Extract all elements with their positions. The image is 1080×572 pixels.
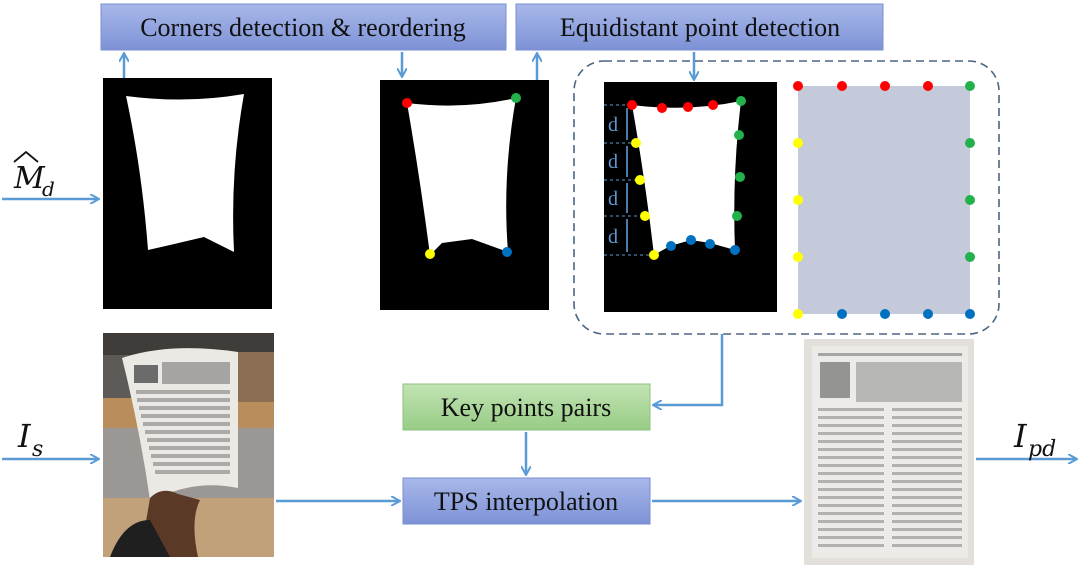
output-photo <box>804 339 974 565</box>
corners-detection-label: Corners detection & reordering <box>140 13 466 42</box>
key-points-pairs-box: Key points pairs <box>402 383 651 431</box>
key-points-pairs-label: Key points pairs <box>441 393 611 422</box>
source-subscript: s <box>32 437 43 462</box>
source-input-label: I s <box>17 417 43 462</box>
sample-points <box>627 96 746 260</box>
output-subscript: pd <box>1028 437 1056 462</box>
corner-dot-red <box>402 98 412 108</box>
spacing-labels: d d d d <box>608 114 618 248</box>
corner-dot-yellow <box>425 249 435 259</box>
output-symbol: I <box>1013 417 1028 455</box>
arrows <box>2 52 1076 501</box>
corner-dot-green <box>511 93 521 103</box>
corners-detection-box: Corners detection & reordering <box>100 3 507 51</box>
equidistant-detection-label: Equidistant point detection <box>560 13 840 42</box>
mask-input-label: M d <box>13 150 55 201</box>
output-text-blocks <box>818 353 962 547</box>
tps-interpolation-box: TPS interpolation <box>402 477 651 525</box>
spacing-guides <box>604 104 654 256</box>
source-photo <box>103 333 274 557</box>
target-grid <box>793 81 975 319</box>
corner-dot-blue <box>502 247 512 257</box>
equidistant-group-frame <box>573 60 1000 335</box>
spacing-label: d <box>608 188 618 210</box>
page-text-blocks <box>134 362 230 474</box>
output-label: I pd <box>1013 417 1056 462</box>
spacing-label: d <box>608 114 618 136</box>
mask-symbol: M <box>13 161 46 196</box>
equidistant-detection-box: Equidistant point detection <box>515 3 884 51</box>
predicted-mask-image <box>103 78 272 309</box>
hat-accent-icon <box>13 150 39 163</box>
source-symbol: I <box>17 417 32 455</box>
spacing-label: d <box>608 226 618 248</box>
equidistant-mask-image: d d d d <box>604 82 777 312</box>
tps-interpolation-label: TPS interpolation <box>434 487 618 516</box>
arrow-points-to-pairs <box>654 334 724 405</box>
spacing-label: d <box>608 151 618 173</box>
mask-subscript: d <box>42 177 55 201</box>
corner-mask-image <box>380 80 549 310</box>
